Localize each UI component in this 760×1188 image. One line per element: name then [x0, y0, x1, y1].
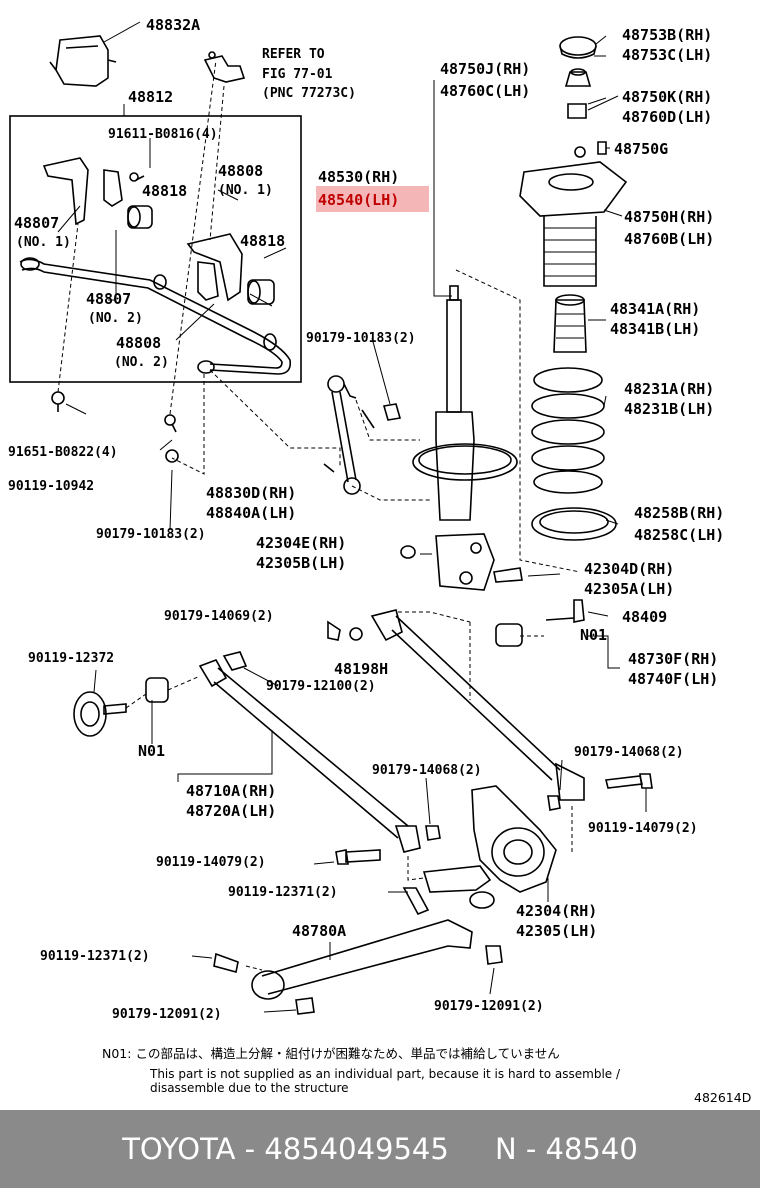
- label-48198h: 48198H: [334, 660, 388, 678]
- label-48780a: 48780A: [292, 922, 346, 940]
- label-48840a: 48840A(LH): [206, 504, 296, 522]
- label-48341b: 48341B(LH): [610, 320, 700, 338]
- label-48832a: 48832A: [146, 16, 200, 34]
- label-48720a: 48720A(LH): [186, 802, 276, 820]
- label-48818-b: 48818: [240, 232, 285, 250]
- knuckle-bolts-drawing: [335, 773, 653, 916]
- coil-spring-drawing: [531, 367, 617, 541]
- clip-ref-drawing: [203, 51, 246, 83]
- lateral-link-48730f-drawing: [327, 609, 585, 801]
- note-n01-english-line1: This part is not supplied as an individu…: [149, 1067, 621, 1081]
- label-48231a: 48231A(RH): [624, 380, 714, 398]
- footer-gap: [449, 1132, 495, 1166]
- label-48807-no1: 48807: [14, 214, 59, 232]
- label-42304d: 42304D(RH): [584, 560, 674, 578]
- label-48760d: 48760D(LH): [622, 108, 712, 126]
- highlight-box: [316, 186, 429, 212]
- note-n01-japanese: N01: この部品は、構造上分解・組付けが困難なため、単品では補給していません: [102, 1046, 560, 1061]
- label-no1-a: (NO. 1): [218, 183, 273, 198]
- label-42304: 42304(RH): [516, 902, 597, 920]
- label-48750h: 48750H(RH): [624, 208, 714, 226]
- label-no2-a: (NO. 2): [88, 311, 143, 326]
- label-90119-14079-b: 90119-14079(2): [156, 855, 266, 870]
- label-48750j: 48750J(RH): [440, 60, 530, 78]
- label-48808-no2: 48808: [116, 334, 161, 352]
- label-48753b: 48753B(RH): [622, 26, 712, 44]
- label-90179-10183-b: 90179-10183(2): [96, 527, 206, 542]
- strut-bolts-drawing: [400, 545, 585, 623]
- label-91651-b0822: 91651-B0822(4): [8, 445, 118, 460]
- stabilizer-link-drawing: [323, 375, 402, 495]
- label-90179-12091-a: 90179-12091(2): [112, 1007, 222, 1022]
- bracket-48832a-drawing: [49, 35, 117, 87]
- label-90179-10183-a: 90179-10183(2): [306, 331, 416, 346]
- label-refer-line2: FIG 77-01: [262, 67, 333, 82]
- label-48730f: 48730F(RH): [628, 650, 718, 668]
- label-90179-14068-b: 90179-14068(2): [574, 745, 684, 760]
- label-48812: 48812: [128, 88, 173, 106]
- label-48760b: 48760B(LH): [624, 230, 714, 248]
- label-90119-14079-a: 90119-14079(2): [588, 821, 698, 836]
- label-48258b: 48258B(RH): [634, 504, 724, 522]
- stabilizer-group-frame: [9, 115, 302, 383]
- label-90179-14068-a: 90179-14068(2): [372, 763, 482, 778]
- stabilizer-bar-drawing: [19, 257, 292, 375]
- label-48530: 48530(RH): [318, 168, 399, 186]
- upper-mount-drawing: [519, 36, 628, 353]
- label-90119-10942: 90119-10942: [8, 479, 94, 494]
- part-number-footer: TOYOTA - 4854049545 N - 48540: [0, 1110, 760, 1188]
- footer-pnc: N - 48540: [494, 1132, 638, 1166]
- label-n01-a: N01: [580, 626, 607, 644]
- label-90179-12091-b: 90179-12091(2): [434, 999, 544, 1014]
- label-layer: 48832A REFER TO FIG 77-01 (PNC 77273C) 4…: [8, 16, 751, 1105]
- label-42304e: 42304E(RH): [256, 534, 346, 552]
- label-90119-12371-b: 90119-12371(2): [40, 949, 150, 964]
- footer-separator: -: [235, 1132, 265, 1166]
- label-refer-line1: REFER TO: [262, 47, 325, 62]
- label-refer-line3: (PNC 77273C): [262, 86, 356, 101]
- strut-48540-drawing: [412, 285, 518, 591]
- label-90119-12371-a: 90119-12371(2): [228, 885, 338, 900]
- label-48409: 48409: [622, 608, 667, 626]
- parts-diagram: [9, 21, 653, 1015]
- label-48807-no2: 48807: [86, 290, 131, 308]
- label-42305: 42305(LH): [516, 922, 597, 940]
- label-48341a: 48341A(RH): [610, 300, 700, 318]
- note-n01-english-line2: disassemble due to the structure: [150, 1081, 349, 1095]
- label-48818-a: 48818: [142, 182, 187, 200]
- label-90179-14069: 90179-14069(2): [164, 609, 274, 624]
- footer-brand: TOYOTA: [122, 1132, 236, 1166]
- label-48231b: 48231B(LH): [624, 400, 714, 418]
- label-90179-12100: 90179-12100(2): [266, 679, 376, 694]
- label-48540-highlighted: 48540(LH): [318, 191, 399, 209]
- diagram-id: 482614D: [694, 1090, 751, 1105]
- label-48808-no1: 48808: [218, 162, 263, 180]
- label-48753c: 48753C(LH): [622, 46, 712, 64]
- label-91611-b0816: 91611-B0816(4): [108, 127, 218, 142]
- label-90119-12372: 90119-12372: [28, 651, 114, 666]
- label-48258c: 48258C(LH): [634, 526, 724, 544]
- label-48710a: 48710A(RH): [186, 782, 276, 800]
- footer-part-number: 4854049545: [264, 1132, 449, 1166]
- label-48750g: 48750G: [614, 140, 668, 158]
- label-42305b: 42305B(LH): [256, 554, 346, 572]
- label-48740f: 48740F(LH): [628, 670, 718, 688]
- label-48830d: 48830D(RH): [206, 484, 296, 502]
- link-48780a-drawing: [213, 919, 503, 1015]
- label-no1-b: (NO. 1): [16, 235, 71, 250]
- label-n01-b: N01: [138, 742, 165, 760]
- lateral-link-48710a-drawing: [73, 651, 421, 853]
- label-no2-b: (NO. 2): [114, 355, 169, 370]
- knuckle-42304-drawing: [422, 785, 557, 909]
- label-48750k: 48750K(RH): [622, 88, 712, 106]
- label-42305a: 42305A(LH): [584, 580, 674, 598]
- label-48760c: 48760C(LH): [440, 82, 530, 100]
